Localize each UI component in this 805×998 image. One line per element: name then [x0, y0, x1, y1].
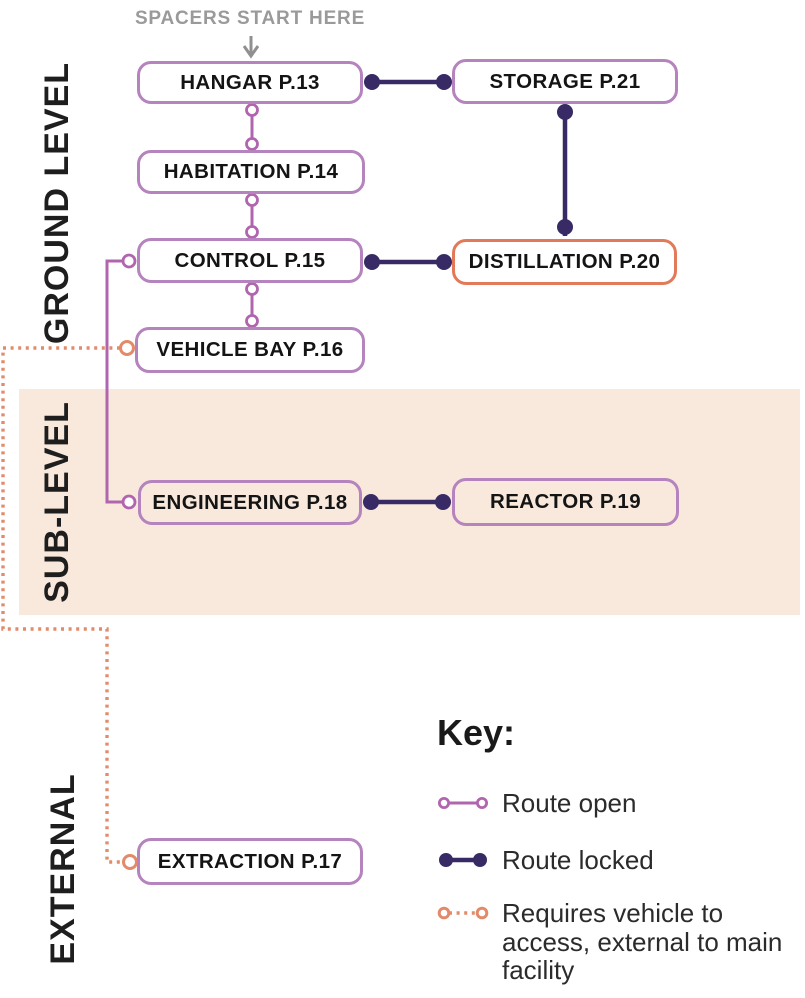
route-habitation-control [245, 193, 259, 239]
key-label-route-locked: Route locked [502, 845, 654, 875]
key-item-route-vehicle: Requires vehicle to access, external to … [437, 899, 805, 985]
route-vehiclebay-extraction [1, 340, 138, 870]
route-locked-icon [439, 853, 487, 867]
spacers-start-here-label: SPACERS START HERE [134, 8, 366, 29]
key-label-route-vehicle: Requires vehicle to access, external to … [502, 898, 783, 986]
route-control-distillation [364, 254, 452, 270]
route-vehicle-icon [437, 906, 489, 920]
room-distillation: DISTILLATION P.20 [452, 239, 677, 285]
route-control-engineering [105, 253, 137, 510]
route-hangar-storage [364, 74, 452, 90]
room-storage: STORAGE P.21 [452, 59, 678, 104]
start-arrow-icon [242, 36, 260, 59]
key-item-route-locked: Route locked [437, 846, 654, 875]
room-control: CONTROL P.15 [137, 238, 363, 283]
room-habitation: HABITATION P.14 [137, 150, 365, 194]
route-control-vehiclebay [245, 282, 259, 328]
key-label-route-open: Route open [502, 788, 637, 818]
key-title: Key: [437, 712, 516, 753]
key-item-route-open: Route open [437, 789, 636, 818]
room-vehicle-bay: VEHICLE BAY P.16 [135, 327, 365, 373]
room-reactor: REACTOR P.19 [452, 478, 679, 526]
route-storage-distillation [557, 104, 573, 236]
route-hangar-habitation [245, 103, 259, 151]
room-hangar: HANGAR P.13 [137, 61, 363, 104]
route-open-icon [438, 797, 489, 809]
room-engineering: ENGINEERING P.18 [138, 480, 362, 525]
room-extraction: EXTRACTION P.17 [137, 838, 363, 885]
route-engineering-reactor [363, 494, 451, 510]
